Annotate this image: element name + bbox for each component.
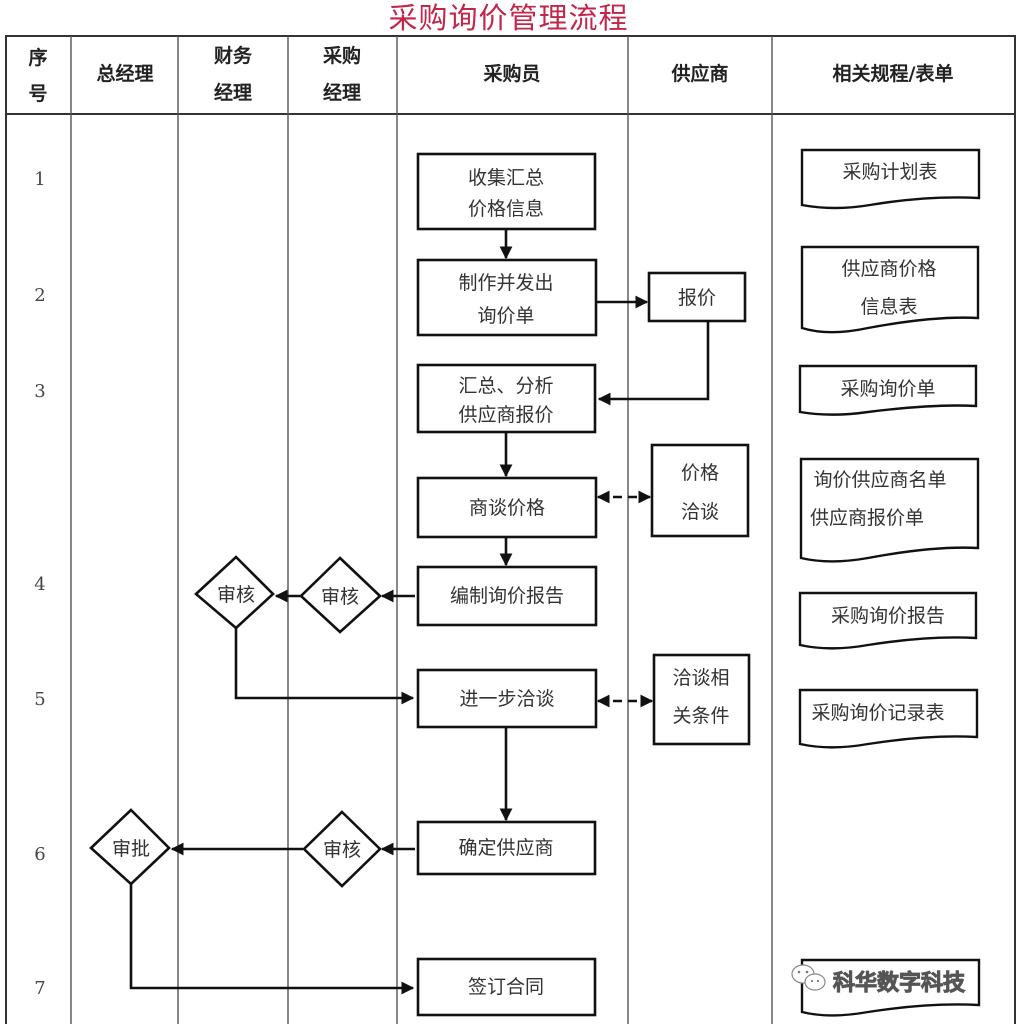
svg-text:询价供应商名单: 询价供应商名单 (813, 469, 946, 491)
row-number: 1 (34, 169, 45, 190)
row-number: 3 (34, 381, 45, 402)
document-inquiry-record: 采购询价记录表 (798, 688, 979, 749)
watermark: 科华数字科技 (791, 964, 966, 996)
svg-text:制作并发出: 制作并发出 (458, 272, 553, 294)
svg-text:信息表: 信息表 (860, 296, 917, 318)
header-row: 序 号 总经理 财务 经理 采购 经理 采购员 供应商 相关规程/表单 (28, 44, 953, 105)
svg-text:供应商价格: 供应商价格 (841, 258, 936, 280)
svg-text:价格: 价格 (681, 462, 719, 484)
header-forms: 相关规程/表单 (833, 62, 954, 85)
svg-text:进一步洽谈: 进一步洽谈 (459, 688, 554, 710)
svg-text:洽谈相: 洽谈相 (672, 667, 729, 689)
arrow-quote-to-analyze (597, 322, 710, 406)
watermark-text: 科华数字科技 (833, 970, 966, 996)
svg-text:供应商报价: 供应商报价 (458, 404, 553, 426)
row-numbers: 1 2 3 4 5 6 7 (34, 169, 45, 999)
svg-text:编制询价报告: 编制询价报告 (450, 585, 564, 607)
svg-text:签订合同: 签订合同 (468, 976, 544, 998)
process-box-sign: 签订合同 (416, 957, 597, 1017)
process-box-terms-talk: 洽谈相 关条件 (652, 653, 751, 746)
svg-text:采购询价单: 采购询价单 (840, 378, 935, 400)
process-box-analyze: 汇总、分析 供应商报价 (416, 363, 597, 434)
header-finance-manager-2: 经理 (214, 81, 252, 104)
document-plan: 采购计划表 (800, 148, 981, 210)
decision-fin-review: 审核 (194, 555, 275, 630)
header-general-manager: 总经理 (96, 62, 153, 85)
svg-text:洽谈: 洽谈 (681, 501, 719, 523)
document-contract (800, 958, 981, 1017)
header-purchasing-manager: 采购 (323, 44, 361, 67)
header-purchasing-manager-2: 经理 (323, 81, 361, 104)
header-seq: 序 (28, 46, 47, 69)
svg-text:采购计划表: 采购计划表 (842, 161, 937, 183)
document-price-info: 供应商价格 信息表 (800, 245, 980, 334)
row-number: 2 (34, 285, 45, 306)
process-box-negotiate: 商谈价格 (416, 476, 598, 539)
arrow-gm-approve-to-sign (129, 883, 415, 995)
document-supplier-list: 询价供应商名单 供应商报价单 (799, 457, 980, 563)
connectors (129, 229, 710, 995)
svg-text:审核: 审核 (217, 584, 255, 606)
arrow-fin-review-to-further (234, 627, 415, 705)
decision-pm-review-2: 审核 (302, 810, 382, 888)
row-number: 7 (34, 978, 45, 999)
row-number: 5 (34, 689, 45, 710)
decision-pm-review-1: 审核 (299, 556, 382, 634)
row-number: 4 (34, 574, 45, 595)
svg-text:审批: 审批 (112, 838, 150, 860)
swimlane-grid (5, 35, 1016, 1024)
page-title: 采购询价管理流程 (388, 1, 629, 35)
process-box-price-talk: 价格 洽谈 (650, 443, 750, 538)
svg-text:确定供应商: 确定供应商 (458, 837, 553, 859)
svg-text:商谈价格: 商谈价格 (469, 497, 545, 519)
svg-text:关条件: 关条件 (672, 705, 729, 727)
svg-text:收集汇总: 收集汇总 (468, 167, 544, 189)
header-buyer: 采购员 (483, 62, 540, 85)
document-inquiry-report: 采购询价报告 (798, 591, 978, 650)
svg-text:价格信息: 价格信息 (468, 198, 544, 220)
header-finance-manager: 财务 (214, 44, 253, 67)
row-number: 6 (34, 844, 45, 865)
process-box-further: 进一步洽谈 (416, 668, 598, 729)
process-box-quote: 报价 (647, 271, 747, 323)
svg-text:报价: 报价 (678, 287, 716, 309)
svg-text:审核: 审核 (323, 839, 361, 861)
svg-text:询价单: 询价单 (477, 305, 534, 327)
decision-gm-approve: 审批 (89, 808, 171, 886)
svg-text:汇总、分析: 汇总、分析 (458, 375, 553, 397)
svg-text:采购询价报告: 采购询价报告 (831, 605, 945, 627)
process-box-report: 编制询价报告 (416, 565, 598, 627)
svg-text:采购询价记录表: 采购询价记录表 (811, 702, 944, 724)
process-box-collect: 收集汇总 价格信息 (416, 152, 597, 231)
process-box-issue: 制作并发出 询价单 (416, 258, 598, 337)
svg-text:审核: 审核 (321, 586, 359, 608)
header-supplier: 供应商 (670, 62, 728, 85)
wechat-icon (791, 964, 826, 991)
svg-text:供应商报价单: 供应商报价单 (810, 507, 924, 529)
document-inquiry: 采购询价单 (798, 364, 978, 416)
header-seq-2: 号 (28, 83, 47, 105)
process-box-select: 确定供应商 (416, 820, 597, 876)
